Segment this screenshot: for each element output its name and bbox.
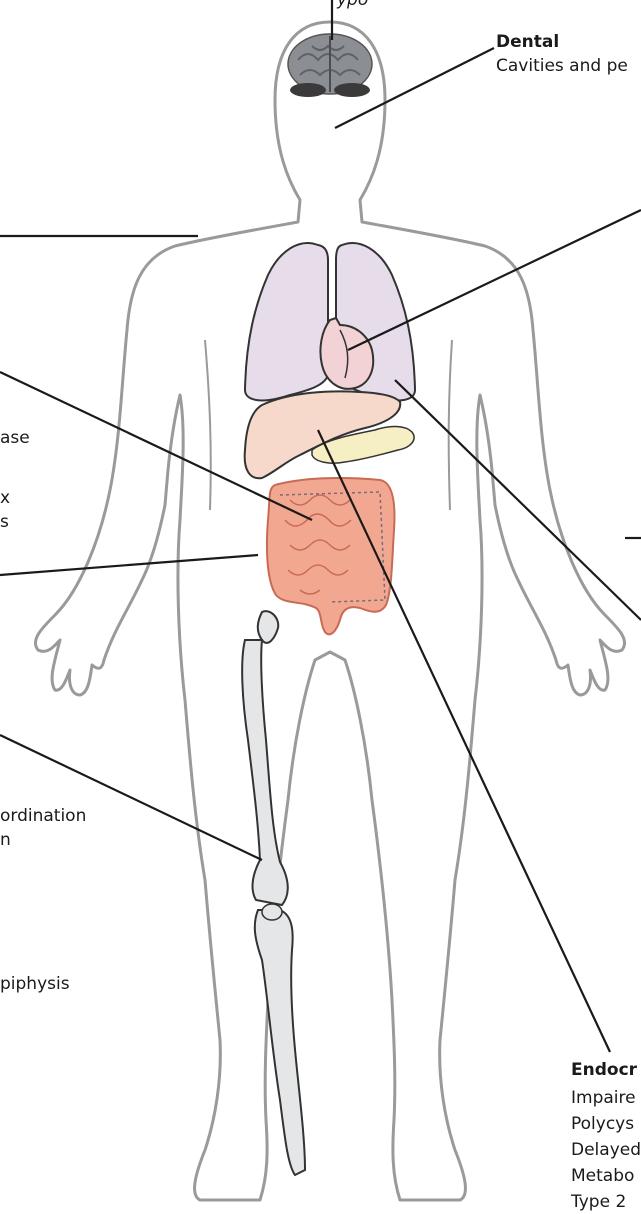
leg-bone xyxy=(242,611,305,1175)
left-label-piphysis: piphysis xyxy=(0,972,70,996)
inner-arm-right xyxy=(449,340,452,510)
leader-liver xyxy=(318,430,610,1052)
left-label-x: x xyxy=(0,486,10,510)
endocrine-item: Type 2 xyxy=(571,1190,626,1214)
endocrine-item: Polycys xyxy=(571,1112,634,1136)
left-label-ordination: ordination xyxy=(0,804,86,828)
leader-intestine-lower xyxy=(0,555,258,575)
left-label-s: s xyxy=(0,510,9,534)
dental-text: Cavities and pe xyxy=(496,54,628,78)
endocrine-item: Impaire xyxy=(571,1086,636,1110)
endocrine-item: Metabo xyxy=(571,1164,634,1188)
left-lung xyxy=(245,243,328,400)
leader-lung-right xyxy=(395,380,641,620)
inner-arm-left xyxy=(205,340,211,510)
left-label-ase: ase xyxy=(0,426,30,450)
top-label-fragment: ypo xyxy=(337,0,368,12)
endocrine-item: Delayed xyxy=(571,1138,641,1162)
left-label-n: n xyxy=(0,828,11,852)
leader-bone xyxy=(0,735,262,860)
brain xyxy=(288,34,372,97)
endocrine-heading: Endocr xyxy=(571,1058,637,1082)
dental-heading: Dental xyxy=(496,30,559,54)
intestines xyxy=(267,478,395,634)
